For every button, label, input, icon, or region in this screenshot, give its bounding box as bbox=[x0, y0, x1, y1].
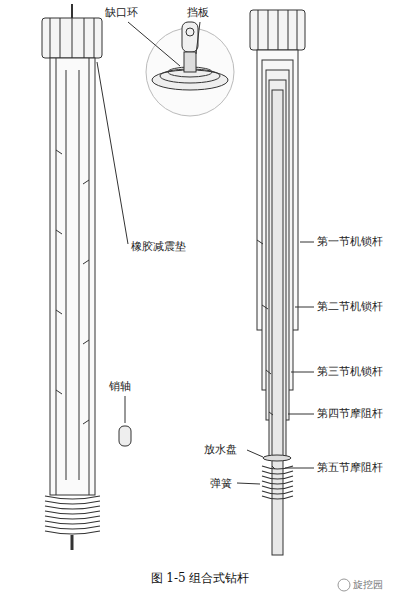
part-label: 橡胶减震垫 bbox=[130, 240, 187, 253]
part-label: 第二节机锁杆 bbox=[316, 300, 384, 313]
part-label: 第一节机锁杆 bbox=[316, 235, 384, 248]
spring-coil bbox=[45, 506, 100, 509]
spring-coil bbox=[45, 526, 100, 529]
spring-coil bbox=[45, 501, 100, 504]
part-label: 缺口环 bbox=[104, 6, 139, 19]
spring-coil bbox=[262, 496, 293, 499]
spring-coil bbox=[262, 471, 293, 474]
spring-coil bbox=[45, 531, 100, 534]
part-label: 放水盘 bbox=[203, 443, 238, 456]
spring-coil bbox=[262, 486, 293, 489]
part-label: 第三节机锁杆 bbox=[316, 365, 384, 378]
spring-coil bbox=[262, 491, 293, 494]
part-label: 销轴 bbox=[108, 380, 132, 393]
part-label: 第五节摩阻杆 bbox=[316, 461, 384, 474]
spring-coil bbox=[45, 511, 100, 514]
spring-coil bbox=[262, 481, 293, 484]
part-label: 第四节摩阻杆 bbox=[316, 407, 384, 420]
spring-coil bbox=[45, 516, 100, 519]
spring-coil bbox=[262, 466, 293, 469]
spring-coil bbox=[45, 496, 100, 499]
spring-coil bbox=[45, 521, 100, 524]
figure-caption: 图 1-5 组合式钻杆 bbox=[151, 570, 250, 587]
watermark: 旋挖园 bbox=[353, 578, 383, 592]
part-label: 弹簧 bbox=[209, 477, 233, 490]
spring-coil bbox=[262, 476, 293, 479]
part-label: 挡板 bbox=[186, 6, 210, 19]
